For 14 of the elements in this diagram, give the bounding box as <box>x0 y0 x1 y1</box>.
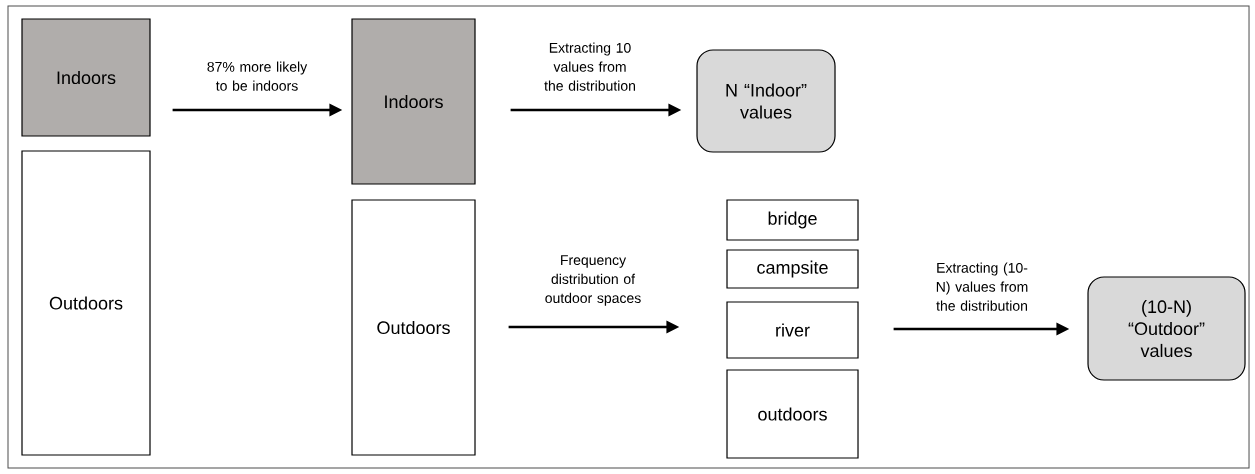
edge-label: 87% more likely to be indoors <box>207 61 308 91</box>
space-box: outdoors <box>726 369 859 459</box>
category-box: Indoors <box>21 18 151 137</box>
edge-label: Extracting 10 values from the distribution <box>544 42 635 91</box>
category-box: Outdoors <box>21 150 151 456</box>
space-box: river <box>726 301 859 359</box>
space-box: bridge <box>726 199 859 241</box>
result-box: N “Indoor” values <box>696 49 836 153</box>
category-box: Outdoors <box>351 199 476 456</box>
edge-label: Frequency distribution of outdoor spaces <box>545 255 641 306</box>
space-box: campsite <box>726 249 859 289</box>
edge-label: Extracting (10-N) values from the distribution <box>936 262 1028 311</box>
category-box: Indoors <box>351 18 476 185</box>
result-box: (10-N) “Outdoor” values <box>1087 276 1246 381</box>
